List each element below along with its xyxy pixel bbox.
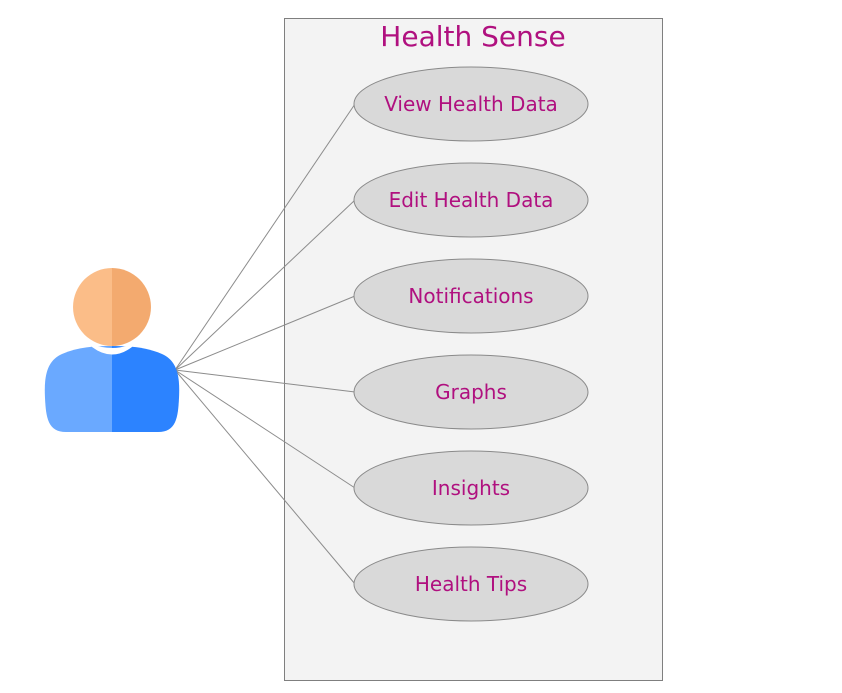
use-case-ellipse[interactable]: [353, 258, 589, 334]
use-case-edit-health-data[interactable]: Edit Health Data: [353, 162, 589, 238]
use-case-insights[interactable]: Insights: [353, 450, 589, 526]
use-case-health-tips[interactable]: Health Tips: [353, 546, 589, 622]
use-case-label: View Health Data: [384, 92, 558, 116]
connector-insights: [174, 369, 356, 489]
connectors: [174, 103, 356, 585]
use-case-ellipse[interactable]: [353, 162, 589, 238]
connector-view-health-data: [174, 103, 356, 371]
actor-body-right: [112, 346, 180, 432]
use-case-label: Health Tips: [415, 572, 527, 596]
connector-health-tips: [174, 369, 356, 585]
actor-collar: [92, 344, 132, 355]
use-case-ellipse[interactable]: [353, 450, 589, 526]
connector-notifications: [174, 295, 356, 371]
system-title: Health Sense: [380, 20, 565, 53]
use-case-view-health-data[interactable]: View Health Data: [353, 66, 589, 142]
use-case-graphs[interactable]: Graphs: [353, 354, 589, 430]
use-case-ellipse[interactable]: [353, 354, 589, 430]
use-case-label: Insights: [432, 476, 510, 500]
actor-head-left: [73, 268, 112, 346]
use-case-ellipse[interactable]: [353, 66, 589, 142]
use-case-notifications[interactable]: Notifications: [353, 258, 589, 334]
use-case-ellipse[interactable]: [353, 546, 589, 622]
user-icon: [44, 268, 180, 432]
use-case-label: Edit Health Data: [389, 188, 554, 212]
use-case-label: Notifications: [408, 284, 533, 308]
actor-head-right: [112, 268, 151, 346]
connector-graphs: [174, 369, 356, 393]
connector-edit-health-data: [174, 199, 356, 371]
use-case-label: Graphs: [435, 380, 507, 404]
actor-body-left: [44, 346, 112, 432]
